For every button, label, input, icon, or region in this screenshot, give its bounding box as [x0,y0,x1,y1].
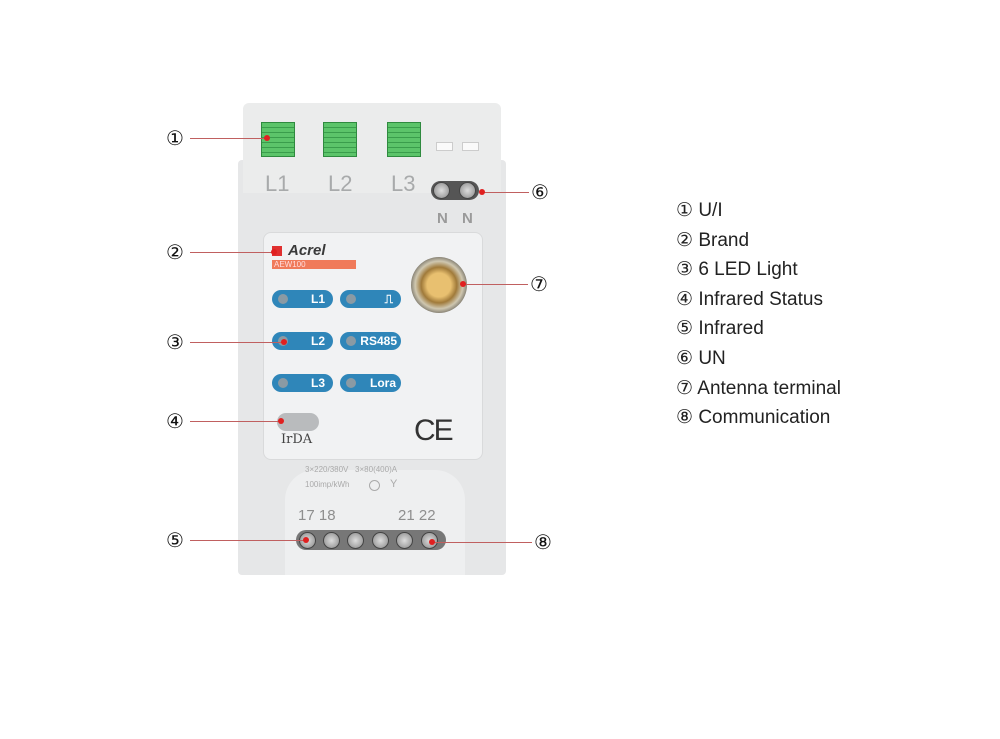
tab [436,142,453,151]
led-icon [278,294,288,304]
leader-line [190,138,266,139]
terminal-numbers-right: 21 22 [398,507,436,524]
brand: Acrel [288,242,326,259]
legend-item: ② Brand [676,229,750,251]
spec-line2: 100imp/kWh [305,480,350,489]
callout-3: ③ [166,332,184,354]
antenna-terminal [411,257,467,313]
led-l1: L1 [272,290,333,308]
label-l3: L3 [391,171,416,196]
callout-6: ⑥ [531,182,549,204]
screw-icon [323,532,340,549]
led-label: Lora [369,376,396,390]
label-n: N [437,210,448,227]
marker-dot [460,281,466,287]
led-label: L1 [310,292,325,306]
ce-mark: CE [414,414,454,447]
led-icon [346,336,356,346]
leader-line [190,421,280,422]
marker-dot [479,189,485,195]
marker-dot [271,249,277,255]
marker-dot [278,418,284,424]
spec-line1: 3×220/380V 3×80(400)A [305,465,398,474]
callout-2: ② [166,242,184,264]
marker-dot [429,539,435,545]
screw-icon [347,532,364,549]
legend-item: ⑦ Antenna terminal [676,377,841,399]
legend-item: ⑥ UN [676,347,726,369]
screw-icon [372,532,389,549]
legend-item: ① U/I [676,200,723,221]
terminal-block-l2 [323,122,357,157]
leader-line [190,540,305,541]
led-pulse: ⎍ [340,290,401,308]
led-label: RS485 [360,334,397,348]
led-icon [278,378,288,388]
callout-1: ① [166,128,184,150]
terminal-numbers-left: 17 18 [298,507,336,524]
leader-line [482,192,529,193]
led-rs485: RS485 [340,332,401,350]
legend-item: ③ 6 LED Light [676,259,798,281]
callout-5: ⑤ [166,530,184,552]
brand-logo-icon [272,246,282,256]
callout-4: ④ [166,411,184,433]
irda-label: IrDA [281,432,313,447]
led-l3: L3 [272,374,333,392]
leader-line [190,342,283,343]
pulse-icon: ⎍ [384,292,393,306]
marker-dot [303,537,309,543]
legend: ① U/I ② Brand ③ 6 LED Light ④ Infrared S… [676,196,841,433]
irda-window [277,413,319,431]
led-label: L2 [310,334,325,348]
led-icon [346,294,356,304]
led-icon [346,378,356,388]
terminal-block-l3 [387,122,421,157]
legend-item: ⑧ Communication [676,407,831,429]
callout-8: ⑧ [534,532,552,554]
leader-line [432,542,532,543]
led-label: L3 [310,376,325,390]
legend-item: ④ Infrared Status [676,288,823,310]
label-l1: L1 [265,171,290,196]
meter-symbol-icon [369,480,380,491]
marker-dot [264,135,270,141]
screw-icon [459,182,476,199]
screw-icon [433,182,450,199]
leader-line [190,252,272,253]
model: AEW100 [272,260,356,269]
tab [462,142,479,151]
marker-dot [281,339,287,345]
label-n: N [462,210,473,227]
star-connection-icon: Y [390,478,398,490]
legend-item: ⑤ Infrared [676,318,764,340]
screw-icon [396,532,413,549]
callout-7: ⑦ [530,274,548,296]
led-lora: Lora [340,374,401,392]
leader-line [463,284,528,285]
label-l2: L2 [328,171,353,196]
